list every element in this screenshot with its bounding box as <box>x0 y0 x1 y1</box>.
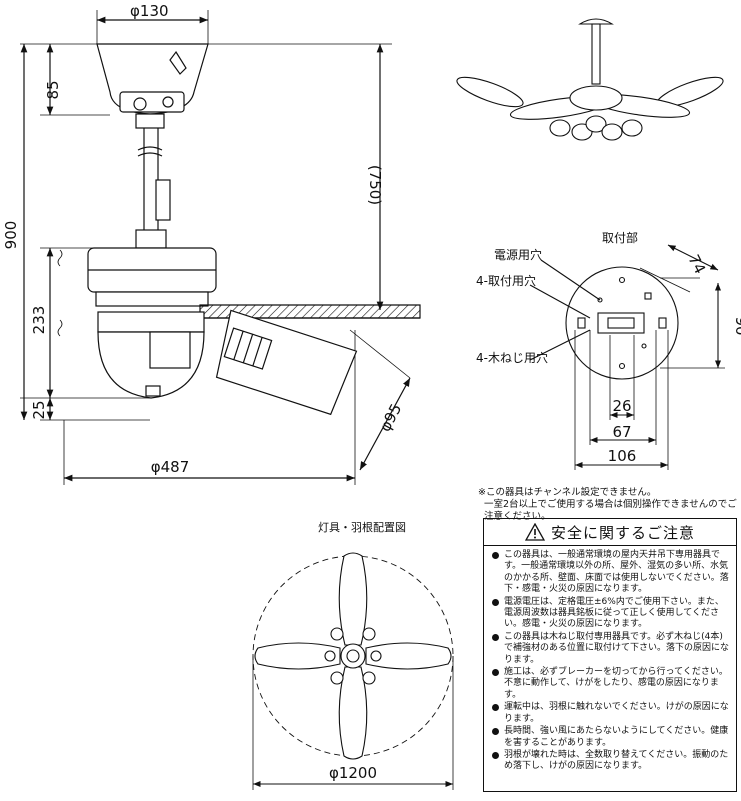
bullet-icon <box>492 669 499 677</box>
safety-item: 施工は、必ずブレーカーを切ってから行ってください。不意に動作して、けがをしたり、… <box>492 667 730 701</box>
dim-rod-length: (750) <box>366 165 384 205</box>
bullet-icon <box>492 633 499 641</box>
dim-67: 67 <box>612 423 631 441</box>
dim-body-height: 233 <box>30 306 48 335</box>
safety-item: 羽根が壊れた時は、全数取り替えてください。振動のため落下し、けがの原因になります… <box>492 750 730 773</box>
safety-item: 運転中は、羽根に触れないでください。けがの原因になります。 <box>492 702 730 725</box>
note-line-2: 一室2台以上でご使用する場合は個別操作できませんのでご注意ください。 <box>484 499 737 522</box>
power-hole-label: 電源用穴 <box>494 247 542 262</box>
bullet-icon <box>492 704 499 712</box>
safety-item: 電源電圧は、定格電圧±6%内でご使用下さい。また、電源周波数は器具銘板に従って正… <box>492 597 730 631</box>
channel-note: ※この器具はチャンネル設定できません。 一室2台以上でご使用する場合は個別操作で… <box>478 487 740 523</box>
dim-90: 90 <box>732 316 741 335</box>
bullet-icon <box>492 751 499 759</box>
dim-top-width: φ130 <box>130 2 169 20</box>
side-view-dimensions: φ130 85 900 (750) 233 25 φ95 φ487 <box>2 2 405 476</box>
perspective-view <box>456 18 724 141</box>
safety-box: 安全に関するご注意 この器具は、一般通常環境の屋内天井吊下専用器具です。一般通常… <box>483 518 737 792</box>
safety-list: この器具は、一般通常環境の屋内天井吊下専用器具です。一般通常環境以外の所、屋外、… <box>484 546 736 773</box>
safety-item: この器具は、一般通常環境の屋内天井吊下専用器具です。一般通常環境以外の所、屋外、… <box>492 550 730 596</box>
note-line-1: ※この器具はチャンネル設定できません。 <box>478 487 657 498</box>
bullet-icon <box>492 598 499 606</box>
safety-header: 安全に関するご注意 <box>484 519 736 546</box>
dim-total-height: 900 <box>2 221 20 250</box>
safety-item: この器具は木ねじ取付専用器具です。必ず木ねじ(4本)で補強材のある位置に取付けて… <box>492 632 730 666</box>
screw-holes-label: 4-木ねじ用穴 <box>476 350 548 365</box>
layout-view-title: 灯具・羽根配置図 <box>318 521 406 534</box>
dim-106: 106 <box>608 447 637 465</box>
warning-icon <box>524 523 545 541</box>
bullet-icon <box>492 552 499 559</box>
dim-span: φ487 <box>151 458 190 476</box>
safety-item: 長時間、強い風にあたらないようにしてください。健康を害することがあります。 <box>492 726 730 749</box>
dim-bottom: 25 <box>30 400 48 419</box>
mount-view <box>529 244 725 470</box>
dim-layout-diameter: φ1200 <box>329 764 377 782</box>
dim-shade: φ95 <box>376 401 406 435</box>
mount-holes-label: 4-取付用穴 <box>476 273 536 288</box>
layout-view <box>252 552 454 790</box>
dim-top-height: 85 <box>44 80 62 99</box>
bullet-icon <box>492 728 499 736</box>
safety-title: 安全に関するご注意 <box>550 523 695 542</box>
dim-26: 26 <box>612 397 631 415</box>
side-view <box>20 10 421 485</box>
mount-title: 取付部 <box>602 230 638 245</box>
